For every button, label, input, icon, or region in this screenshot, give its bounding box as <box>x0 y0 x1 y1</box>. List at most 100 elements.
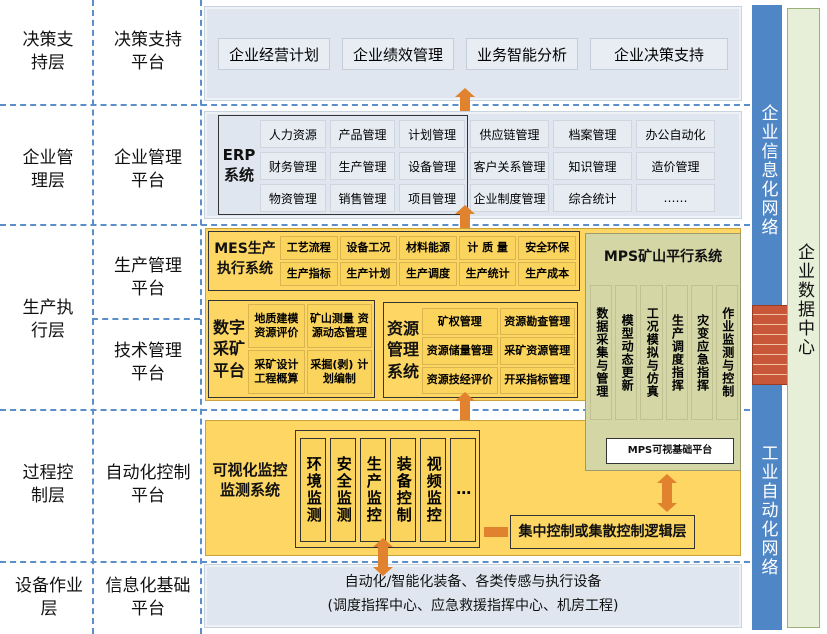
layer-label: 设备作业层 <box>15 576 83 619</box>
mining-module[interactable]: 采矿设计 工程概算 <box>248 350 305 394</box>
erp-module[interactable]: 产品管理 <box>329 120 396 148</box>
resource-title: 资源管理系统 <box>386 318 419 381</box>
erp-box <box>218 115 468 215</box>
mes-module[interactable]: 材料能源 <box>399 236 457 260</box>
erp-module[interactable]: 办公自动化 <box>636 120 715 148</box>
mining-module[interactable]: 矿山测量 资源动态管理 <box>306 304 372 348</box>
erp-module[interactable]: 知识管理 <box>553 152 632 180</box>
erp-module[interactable]: 项目管理 <box>399 184 465 212</box>
double-arrow-icon <box>455 392 475 430</box>
monitor-module[interactable]: 装备控制 <box>390 438 416 542</box>
monitor-module[interactable]: 视频监控 <box>420 438 446 542</box>
mining-module[interactable]: 采掘(剥) 计划编制 <box>306 350 372 394</box>
layer-label: 生产执行层 <box>22 298 74 341</box>
monitor-module[interactable]: … <box>450 438 476 542</box>
resource-module[interactable]: 资源勘查管理 <box>499 308 575 336</box>
erp-module[interactable]: 供应链管理 <box>470 120 549 148</box>
platform-label: 自动化控制平台 <box>105 463 191 506</box>
erp-modules: 人力资源产品管理计划管理财务管理生产管理设备管理物资管理销售管理项目管理 <box>260 120 465 212</box>
erp-module[interactable]: 设备管理 <box>399 152 465 180</box>
decision-item[interactable]: 企业绩效管理 <box>342 38 454 70</box>
resource-module[interactable]: 矿权管理 <box>422 308 498 336</box>
mes-module[interactable]: 生产调度 <box>399 262 457 286</box>
erp-module[interactable]: 客户关系管理 <box>470 152 549 180</box>
enterprise-network-label: 企业信息化网络 <box>757 103 778 237</box>
layer-label: 过程控制层 <box>22 463 74 506</box>
decision-item[interactable]: 企业决策支持 <box>590 38 728 70</box>
mes-module[interactable]: 生产统计 <box>458 262 517 286</box>
double-arrow-icon <box>373 538 393 576</box>
mining-box <box>208 300 375 398</box>
mining-module[interactable]: 地质建模 资源评价 <box>248 304 305 348</box>
erp-module[interactable]: 财务管理 <box>260 152 326 180</box>
resource-module[interactable]: 资源技经评价 <box>422 366 498 394</box>
layer-divider <box>0 561 750 563</box>
mes-module[interactable]: 工艺流程 <box>280 236 338 260</box>
mes-module[interactable]: 生产指标 <box>280 262 338 286</box>
platform-label: 技术管理平台 <box>114 340 182 384</box>
erp-module[interactable]: 计划管理 <box>399 120 465 148</box>
platform-label: 生产管理平台 <box>114 255 182 299</box>
mps-module[interactable]: 作业监测与控制 <box>715 285 739 420</box>
data-center-label: 企业数据中心 <box>793 243 814 357</box>
layer-divider <box>0 104 750 106</box>
device-panel <box>205 565 741 627</box>
layer-divider <box>92 318 200 320</box>
device-line1: 自动化/智能化装备、各类传感与执行设备 <box>344 573 602 590</box>
double-arrow-icon <box>657 474 677 512</box>
industrial-network-label: 工业自动化网络 <box>757 443 778 577</box>
process-title: 可视化监控监测系统 <box>212 460 288 499</box>
monitor-modules: 环境监测安全监测生产监控装备控制视频监控… <box>300 438 476 542</box>
erp-module[interactable]: 物资管理 <box>260 184 326 212</box>
erp-module[interactable]: 销售管理 <box>329 184 396 212</box>
column-divider <box>200 0 202 634</box>
erp-module[interactable]: 企业制度管理 <box>470 184 549 212</box>
platform-label: 信息化基础平台 <box>105 576 191 619</box>
monitor-module[interactable]: 安全监测 <box>330 438 356 542</box>
mes-box <box>208 231 580 291</box>
erp-title: ERP系统 <box>222 145 256 184</box>
mes-module[interactable]: 设备工况 <box>339 236 398 260</box>
erp-module[interactable]: …… <box>636 184 715 212</box>
resource-box <box>383 302 578 398</box>
mes-module[interactable]: 计 质 量 <box>458 236 517 260</box>
erp-module[interactable]: 人力资源 <box>260 120 326 148</box>
monitor-module[interactable]: 环境监测 <box>300 438 326 542</box>
erp-module[interactable]: 造价管理 <box>636 152 715 180</box>
mes-title: MES生产执行系统 <box>214 241 276 277</box>
mes-module[interactable]: 安全环保 <box>518 236 576 260</box>
mps-title: MPS矿山平行系统 <box>603 248 723 265</box>
layer-label: 企业管理层 <box>22 148 74 191</box>
mes-modules: 工艺流程设备工况材料能源计 质 量安全环保生产指标生产计划生产调度生产统计生产成… <box>280 236 576 286</box>
monitor-module[interactable]: 生产监控 <box>360 438 386 542</box>
mps-module[interactable]: 工况模拟与仿真 <box>640 285 663 420</box>
layer-divider <box>0 409 750 411</box>
erp-module[interactable]: 生产管理 <box>329 152 396 180</box>
mps-module[interactable]: 数据采集与管理 <box>590 285 613 420</box>
firewall-icon <box>752 305 790 385</box>
resource-module[interactable]: 开采指标管理 <box>499 366 575 394</box>
mining-title: 数字采矿平台 <box>212 317 245 380</box>
mps-module[interactable]: 灾变应急指挥 <box>690 285 713 420</box>
device-line2: (调度指挥中心、应急救援指挥中心、机房工程) <box>327 597 619 614</box>
platform-label: 决策支持平台 <box>114 30 182 73</box>
mps-base-platform: MPS可视基础平台 <box>606 438 734 464</box>
column-divider <box>92 0 94 634</box>
erp-module[interactable]: 档案管理 <box>553 120 632 148</box>
erp-module[interactable]: 综合统计 <box>553 184 632 212</box>
resource-modules: 矿权管理资源勘查管理资源储量管理采矿资源管理资源技经评价开采指标管理 <box>422 308 575 394</box>
mps-module[interactable]: 模型动态更新 <box>615 285 638 420</box>
decision-item[interactable]: 企业经营计划 <box>218 38 330 70</box>
layer-divider <box>0 224 750 226</box>
mes-module[interactable]: 生产计划 <box>339 262 398 286</box>
platform-label: 企业管理平台 <box>114 148 182 191</box>
decision-item[interactable]: 业务智能分析 <box>466 38 578 70</box>
double-arrow-icon <box>484 527 508 537</box>
mes-module[interactable]: 生产成本 <box>518 262 576 286</box>
resource-module[interactable]: 资源储量管理 <box>422 337 498 365</box>
mps-modules: 数据采集与管理模型动态更新工况模拟与仿真生产调度指挥灾变应急指挥作业监测与控制 <box>590 285 739 420</box>
mining-modules: 地质建模 资源评价矿山测量 资源动态管理采矿设计 工程概算采掘(剥) 计划编制 <box>248 304 372 394</box>
control-logic-layer: 集中控制或集散控制逻辑层 <box>510 515 695 549</box>
mps-module[interactable]: 生产调度指挥 <box>665 285 688 420</box>
resource-module[interactable]: 采矿资源管理 <box>499 337 575 365</box>
